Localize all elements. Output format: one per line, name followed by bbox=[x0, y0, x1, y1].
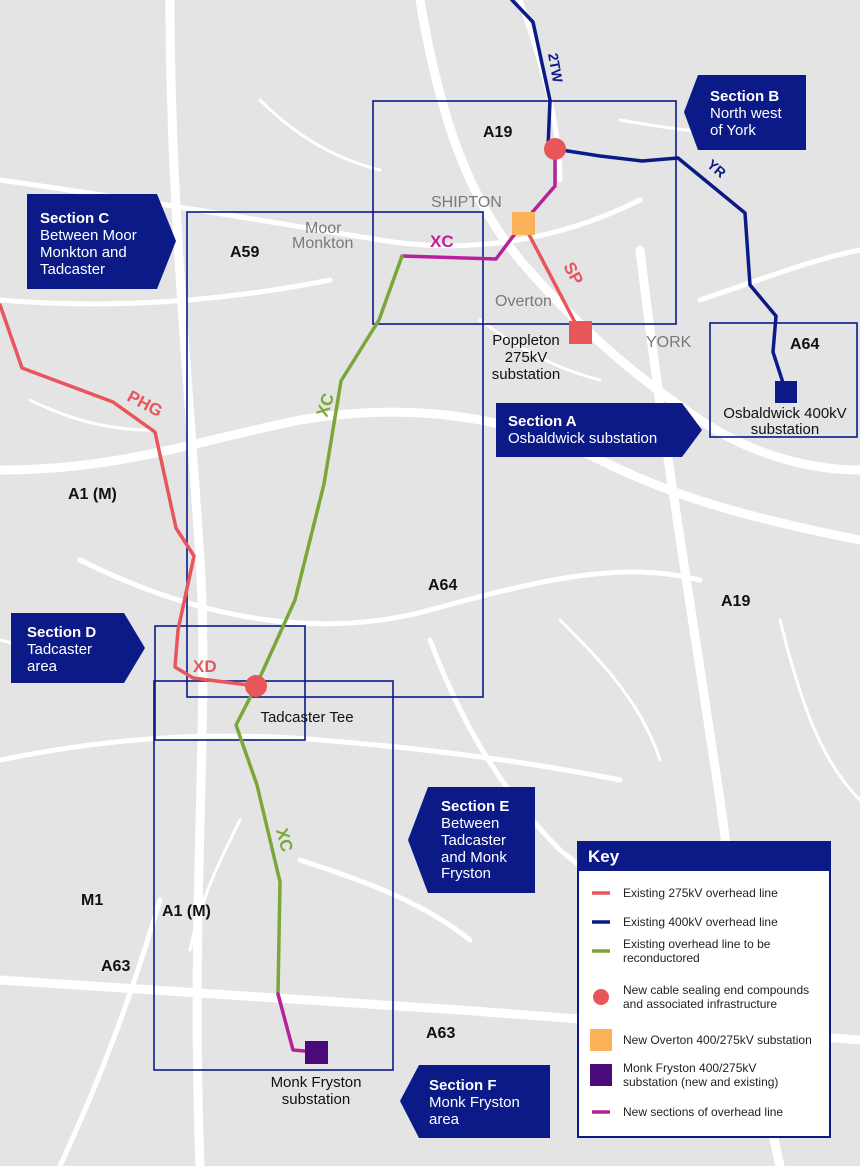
section-f-banner: Section F Monk Fryston area bbox=[400, 1065, 550, 1138]
svg-text:North west: North west bbox=[710, 105, 783, 122]
key-item-label: Monk Fryston 400/275kV bbox=[623, 1061, 756, 1075]
section-c-outline bbox=[186, 211, 484, 698]
place-label-shipton: SHIPTON bbox=[431, 194, 502, 211]
key-circle-swatch bbox=[593, 989, 609, 1005]
line-yr bbox=[553, 147, 788, 394]
road-label-a59: A59 bbox=[230, 244, 259, 261]
key-item-label: substation (new and existing) bbox=[623, 1075, 778, 1089]
key-item: Existing 275kV overhead line bbox=[592, 886, 778, 900]
key-title: Key bbox=[588, 847, 620, 866]
svg-text:Section A: Section A bbox=[508, 413, 577, 430]
map-key: Key Existing 275kV overhead lineExisting… bbox=[577, 841, 831, 1138]
monk-fryston-label-1: Monk Fryston bbox=[271, 1074, 362, 1091]
svg-text:Tadcaster: Tadcaster bbox=[441, 832, 506, 849]
svg-text:Between: Between bbox=[441, 815, 499, 832]
svg-text:Section E: Section E bbox=[441, 798, 509, 815]
svg-text:Tadcaster: Tadcaster bbox=[40, 261, 105, 278]
svg-text:Between Moor: Between Moor bbox=[40, 227, 137, 244]
key-item-label: New cable sealing end compounds bbox=[623, 983, 809, 997]
section-outlines bbox=[153, 100, 858, 1071]
section-b-banner: Section B North west of York bbox=[684, 75, 806, 150]
line-label-xc-low: XC bbox=[272, 826, 296, 854]
poppleton-label-1: Poppleton bbox=[492, 332, 560, 349]
osbaldwick-label-1: Osbaldwick 400kV bbox=[723, 405, 846, 422]
svg-text:Tadcaster: Tadcaster bbox=[27, 641, 92, 658]
overhead-lines bbox=[0, 0, 788, 1054]
line-label-yr: YR bbox=[704, 156, 729, 181]
line-label-sp: SP bbox=[559, 259, 586, 288]
section-e-banner: Section E Between Tadcaster and Monk Fry… bbox=[408, 787, 535, 893]
key-item: Existing overhead line to bereconductore… bbox=[592, 937, 771, 965]
svg-text:Section F: Section F bbox=[429, 1077, 497, 1094]
key-item: Existing 400kV overhead line bbox=[592, 915, 778, 929]
key-item-label: reconductored bbox=[623, 951, 700, 965]
line-xc bbox=[234, 254, 404, 996]
road-label-m1: M1 bbox=[81, 892, 103, 909]
poppleton-substation-marker bbox=[569, 321, 592, 344]
sealing-end-shipton-marker bbox=[544, 138, 566, 160]
osbaldwick-label-2: substation bbox=[751, 421, 819, 438]
svg-text:Section D: Section D bbox=[27, 624, 96, 641]
monk-fryston-substation-marker bbox=[305, 1041, 328, 1064]
monk-fryston-label-2: substation bbox=[282, 1091, 350, 1108]
svg-text:of York: of York bbox=[710, 122, 756, 139]
overton-substation-marker bbox=[512, 212, 535, 235]
section-e-outline bbox=[153, 680, 394, 1071]
road-label-a19-north: A19 bbox=[483, 124, 512, 141]
svg-text:and Monk: and Monk bbox=[441, 849, 507, 866]
poppleton-label-2: 275kV bbox=[505, 349, 548, 366]
line-label-xc-top: XC bbox=[430, 232, 454, 251]
place-label-overton: Overton bbox=[495, 293, 552, 310]
tadcaster-tee-label: Tadcaster Tee bbox=[260, 709, 353, 726]
svg-text:Monk Fryston: Monk Fryston bbox=[429, 1094, 520, 1111]
place-label-moor: Moor bbox=[305, 220, 342, 237]
road-label-a64-east: A64 bbox=[790, 336, 819, 353]
section-a-banner: Section A Osbaldwick substation bbox=[496, 403, 702, 457]
road-label-a63-south: A63 bbox=[426, 1025, 455, 1042]
svg-text:Osbaldwick substation: Osbaldwick substation bbox=[508, 430, 657, 447]
line-new-shipton bbox=[521, 147, 557, 225]
key-item-label: Existing 275kV overhead line bbox=[623, 886, 778, 900]
place-label-york: YORK bbox=[646, 334, 692, 351]
section-d-banner: Section D Tadcaster area bbox=[11, 613, 145, 683]
svg-text:Fryston: Fryston bbox=[441, 865, 491, 882]
section-d-outline bbox=[154, 625, 306, 741]
line-label-xd: XD bbox=[193, 657, 217, 676]
key-square-swatch bbox=[590, 1029, 612, 1051]
key-item-label: and associated infrastructure bbox=[623, 997, 777, 1011]
road-label-a19-east: A19 bbox=[721, 593, 750, 610]
road-label-a64-mid: A64 bbox=[428, 577, 457, 594]
road-label-a1m-south: A1 (M) bbox=[162, 903, 211, 920]
key-item-label: Existing overhead line to be bbox=[623, 937, 771, 951]
svg-text:Monkton and: Monkton and bbox=[40, 244, 127, 261]
key-item-label: Existing 400kV overhead line bbox=[623, 915, 778, 929]
key-item: New sections of overhead line bbox=[592, 1105, 783, 1119]
svg-text:Section C: Section C bbox=[40, 210, 109, 227]
section-a-outline bbox=[709, 322, 858, 438]
road-label-a1m-north: A1 (M) bbox=[68, 486, 117, 503]
line-2tw bbox=[510, 0, 552, 150]
key-item-label: New sections of overhead line bbox=[623, 1105, 783, 1119]
svg-text:Section B: Section B bbox=[710, 88, 779, 105]
osbaldwick-substation-marker bbox=[775, 381, 797, 403]
key-item: New Overton 400/275kV substation bbox=[590, 1029, 812, 1051]
line-sp bbox=[521, 221, 582, 334]
svg-text:area: area bbox=[27, 658, 58, 675]
sealing-end-tadcaster-marker bbox=[245, 675, 267, 697]
poppleton-label-3: substation bbox=[492, 366, 560, 383]
place-label-monkton: Monkton bbox=[292, 235, 353, 252]
road-label-a63-west: A63 bbox=[101, 958, 130, 975]
line-phg bbox=[0, 303, 258, 688]
svg-text:area: area bbox=[429, 1111, 460, 1128]
line-label-2tw: 2TW bbox=[545, 52, 566, 85]
section-c-banner: Section C Between Moor Monkton and Tadca… bbox=[27, 194, 176, 289]
key-square-swatch bbox=[590, 1064, 612, 1086]
key-item-label: New Overton 400/275kV substation bbox=[623, 1033, 812, 1047]
